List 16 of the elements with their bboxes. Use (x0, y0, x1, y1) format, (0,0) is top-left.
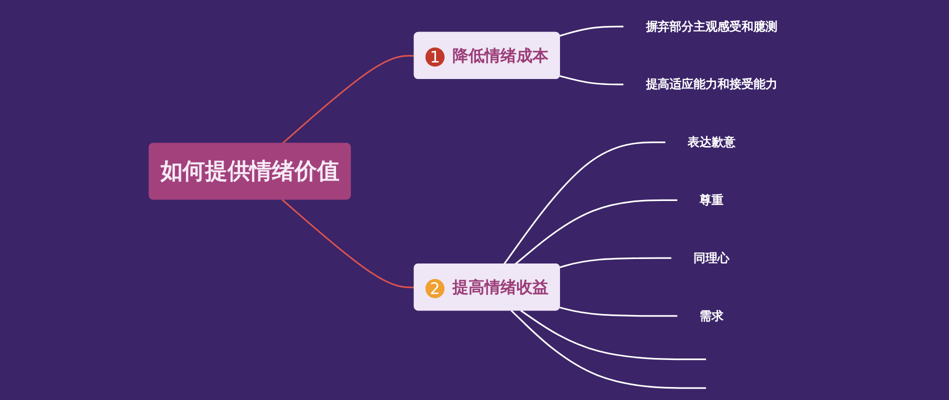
node-text: 需求 (700, 308, 724, 323)
connector (510, 310, 706, 389)
connector (282, 55, 415, 144)
node-text: 摒弃部分主观感受和臆测 (646, 19, 778, 34)
node-text: 同理心 (694, 250, 730, 266)
connector (514, 199, 678, 265)
connector (560, 26, 624, 37)
node-text: 提高适应能力和接受能力 (646, 77, 778, 92)
connector (520, 310, 706, 360)
connector (560, 75, 624, 86)
connector (560, 257, 672, 268)
node-text: 尊重 (700, 192, 724, 208)
connector (282, 199, 415, 288)
connector (503, 142, 666, 265)
node-text: 表达歉意 (688, 134, 736, 150)
connector (560, 306, 678, 317)
